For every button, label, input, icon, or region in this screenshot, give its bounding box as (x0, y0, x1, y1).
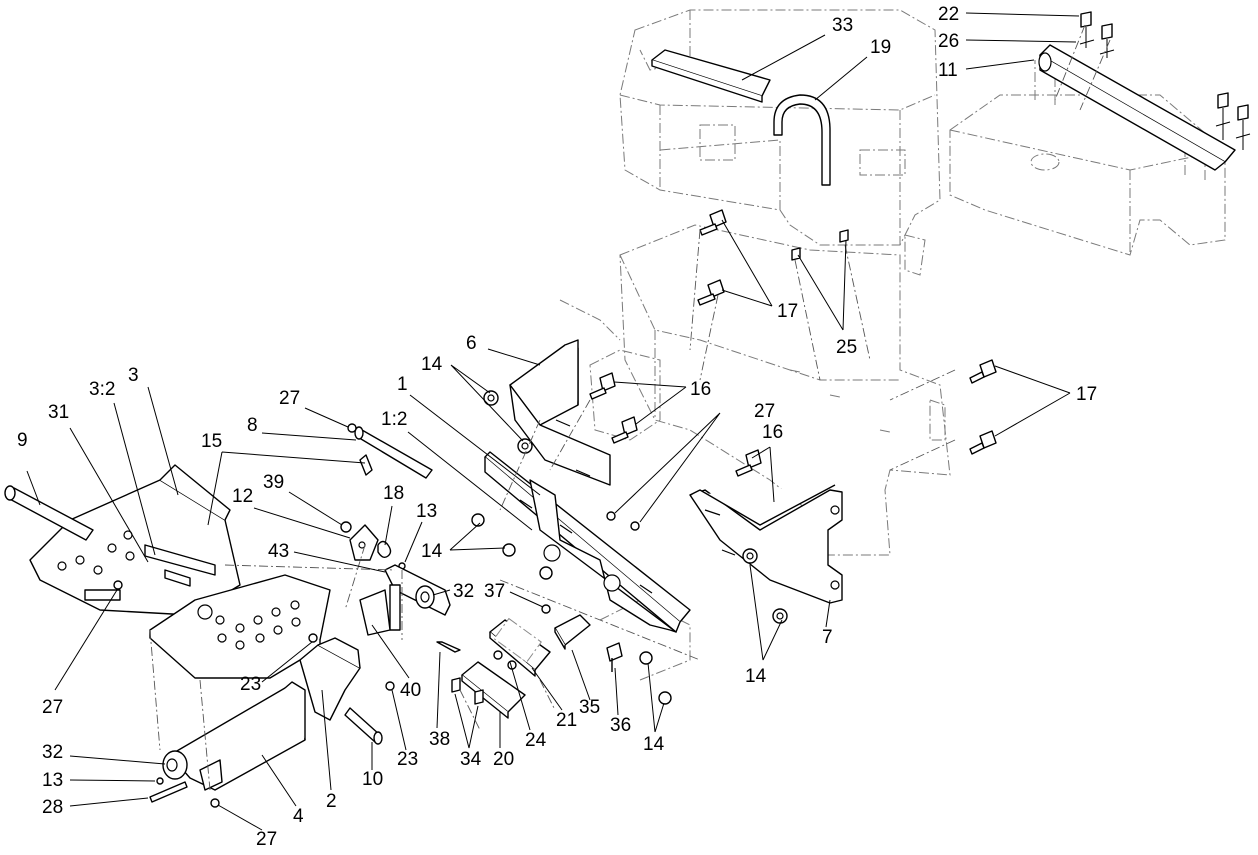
part-22-bolts (1079, 11, 1251, 150)
footplate-holes (57, 530, 301, 650)
callout-3: 3 (128, 365, 139, 386)
callout-3-2: 3:2 (89, 379, 115, 400)
leader-lines (26, 12, 1080, 831)
part-14-nuts-top (483, 390, 533, 454)
callout-8: 8 (247, 415, 258, 436)
callout-33: 33 (832, 15, 853, 36)
part-3-footplate (29, 464, 331, 679)
callout-27-left: 27 (42, 697, 63, 718)
callout-23-right: 23 (397, 749, 418, 770)
callout-20: 20 (493, 749, 514, 770)
part-27-nuts-plate (606, 511, 640, 531)
callout-17-right: 17 (1076, 384, 1097, 405)
callout-13-lower: 13 (42, 770, 63, 791)
part-10-pin (344, 707, 383, 745)
part-27-nut-top (347, 423, 357, 433)
part-2-bracket (299, 637, 361, 721)
callout-6: 6 (466, 333, 477, 354)
phantom-lower-frame (619, 224, 951, 556)
callout-labels: 22 26 11 33 19 17 25 17 6 14 16 27 16 1 … (17, 4, 1097, 850)
part-33-strap (651, 49, 771, 103)
callout-39: 39 (263, 472, 284, 493)
callout-7: 7 (822, 627, 833, 648)
callout-9: 9 (17, 430, 28, 451)
callout-24: 24 (525, 730, 547, 751)
part-32-bushing (415, 585, 435, 609)
part-7-bracket (689, 484, 843, 604)
callout-1-2: 1:2 (381, 409, 407, 430)
callout-37: 37 (484, 581, 505, 602)
part-40-bracket (359, 589, 391, 636)
part-14-nuts-mid (471, 513, 553, 580)
callout-14-right: 14 (745, 666, 767, 687)
callout-28: 28 (42, 797, 63, 818)
part-21-plate (489, 617, 551, 677)
part-38-pin (436, 641, 461, 653)
callout-15: 15 (201, 431, 222, 452)
part-14-nuts-right (742, 548, 788, 624)
callout-32-lower: 32 (42, 742, 63, 763)
phantom-base (559, 299, 691, 681)
callout-11: 11 (938, 60, 958, 81)
part-39-nut (340, 521, 352, 533)
callout-13-upper: 13 (416, 501, 437, 522)
part-37-nut (541, 604, 551, 614)
part-15-pin (359, 454, 373, 476)
part-11-bar (1038, 44, 1236, 171)
part-14-nuts-lower (639, 651, 672, 705)
callout-27-top: 27 (279, 388, 300, 409)
callout-40: 40 (400, 680, 421, 701)
callout-27-bottom: 27 (256, 829, 277, 850)
part-8-rod (354, 426, 433, 479)
callout-34: 34 (460, 749, 482, 770)
callout-22: 22 (938, 4, 959, 25)
callout-32-upper: 32 (453, 581, 474, 602)
part-23-screws (308, 633, 395, 691)
part-9-rod (4, 485, 94, 541)
callout-2: 2 (326, 791, 337, 812)
part-6-bracket (509, 339, 611, 486)
callout-1: 1 (397, 374, 408, 395)
callout-27-right: 27 (754, 401, 775, 422)
callout-43: 43 (268, 541, 289, 562)
callout-16-left: 16 (690, 379, 711, 400)
part-31-bracket (84, 580, 123, 601)
callout-12: 12 (232, 486, 253, 507)
callout-4: 4 (293, 806, 304, 827)
callout-18: 18 (383, 483, 404, 504)
callout-26: 26 (938, 31, 959, 52)
callout-14-lower: 14 (643, 734, 665, 755)
callout-23-left: 23 (240, 674, 261, 695)
callout-14-top: 14 (421, 354, 443, 375)
callout-14-mid: 14 (421, 541, 443, 562)
part-17-bolts-right (969, 359, 997, 455)
alignment-lines (149, 24, 1111, 791)
part-13-screw-lower (156, 777, 164, 785)
callout-17-upper: 17 (777, 301, 798, 322)
part-12-pivot (349, 524, 379, 561)
part-17-bolts-upper (697, 209, 727, 306)
callout-16-right: 16 (762, 422, 783, 443)
part-20-plate (461, 661, 526, 719)
callout-21: 21 (556, 710, 577, 731)
callout-38: 38 (429, 729, 450, 750)
callout-31: 31 (48, 402, 69, 423)
part-36-bolt (606, 642, 623, 672)
part-27-nut-lower (210, 798, 220, 808)
part-19-handle (773, 94, 831, 186)
callout-10: 10 (362, 769, 383, 790)
part-32-bushing-lower (166, 758, 178, 772)
part-28-bolt (149, 781, 188, 803)
callout-19: 19 (870, 37, 891, 58)
callout-35: 35 (579, 697, 600, 718)
part-18-spring (377, 540, 392, 559)
callout-36: 36 (610, 715, 631, 736)
phantom-frame-body (619, 9, 941, 276)
part-1-main-plate (484, 451, 691, 633)
callout-25: 25 (836, 337, 857, 358)
part-35-block (554, 614, 591, 650)
part-4-tube (162, 681, 306, 791)
